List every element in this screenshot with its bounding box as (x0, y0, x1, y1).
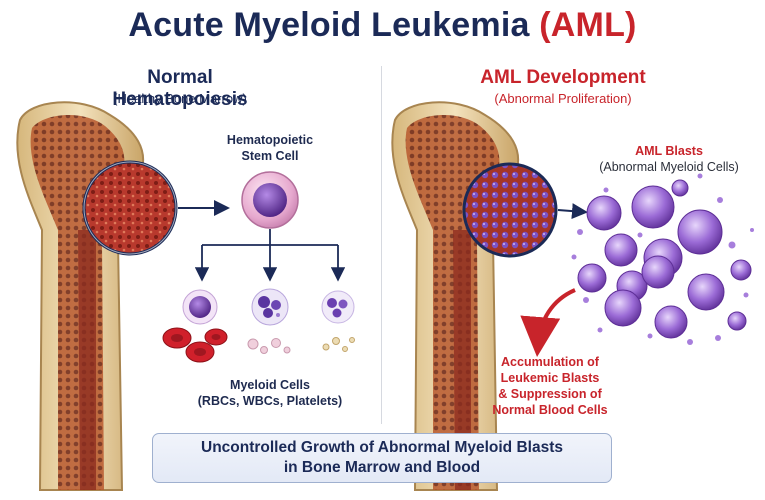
right-subheading: (Abnormal Proliferation) (494, 91, 632, 106)
myeloblast-cell (182, 289, 218, 325)
banner-line-1: Uncontrolled Growth of Abnormal Myeloid … (201, 439, 563, 456)
title-accent: (AML) (539, 6, 637, 44)
aml-blasts-label: AML Blasts (Abnormal Myeloid Cells) (599, 144, 739, 174)
banner-line-2: in Bone Marrow and Blood (283, 459, 481, 476)
accumulation-arrow (520, 288, 576, 357)
right-marrow-zoom (462, 162, 558, 258)
wbc-cell (251, 288, 289, 326)
title-main: Acute Myeloid Leukemia (128, 6, 530, 44)
left-bone (16, 101, 145, 491)
arrow-to-blasts (557, 203, 588, 220)
left-subheading: (Healthy Bone Marrow) (113, 91, 247, 106)
platelets (322, 337, 355, 352)
granulocyte-cell (321, 290, 355, 324)
stem-cell (241, 171, 299, 229)
platelet-fragments-left (247, 338, 291, 354)
accumulation-label: Accumulation of Leukemic Blasts & Suppre… (492, 355, 608, 417)
aml-blasts-cluster (571, 173, 754, 345)
myeloid-cells-label: Myeloid Cells (RBCs, WBCs, Platelets) (197, 378, 343, 408)
right-heading: AML Development (480, 67, 646, 88)
stem-cell-label: Hematopoietic Stem Cell (226, 133, 314, 163)
panel-divider (381, 66, 382, 424)
summary-banner: Uncontrolled Growth of Abnormal Myeloid … (152, 433, 612, 483)
red-blood-cells (162, 327, 228, 363)
left-heading: Normal Hematopoiesis (112, 67, 248, 110)
left-marrow-zoom (82, 160, 178, 256)
page-title: Acute Myeloid Leukemia (AML) (0, 6, 765, 45)
right-bone (391, 101, 520, 491)
differentiation-arrows (194, 229, 346, 282)
